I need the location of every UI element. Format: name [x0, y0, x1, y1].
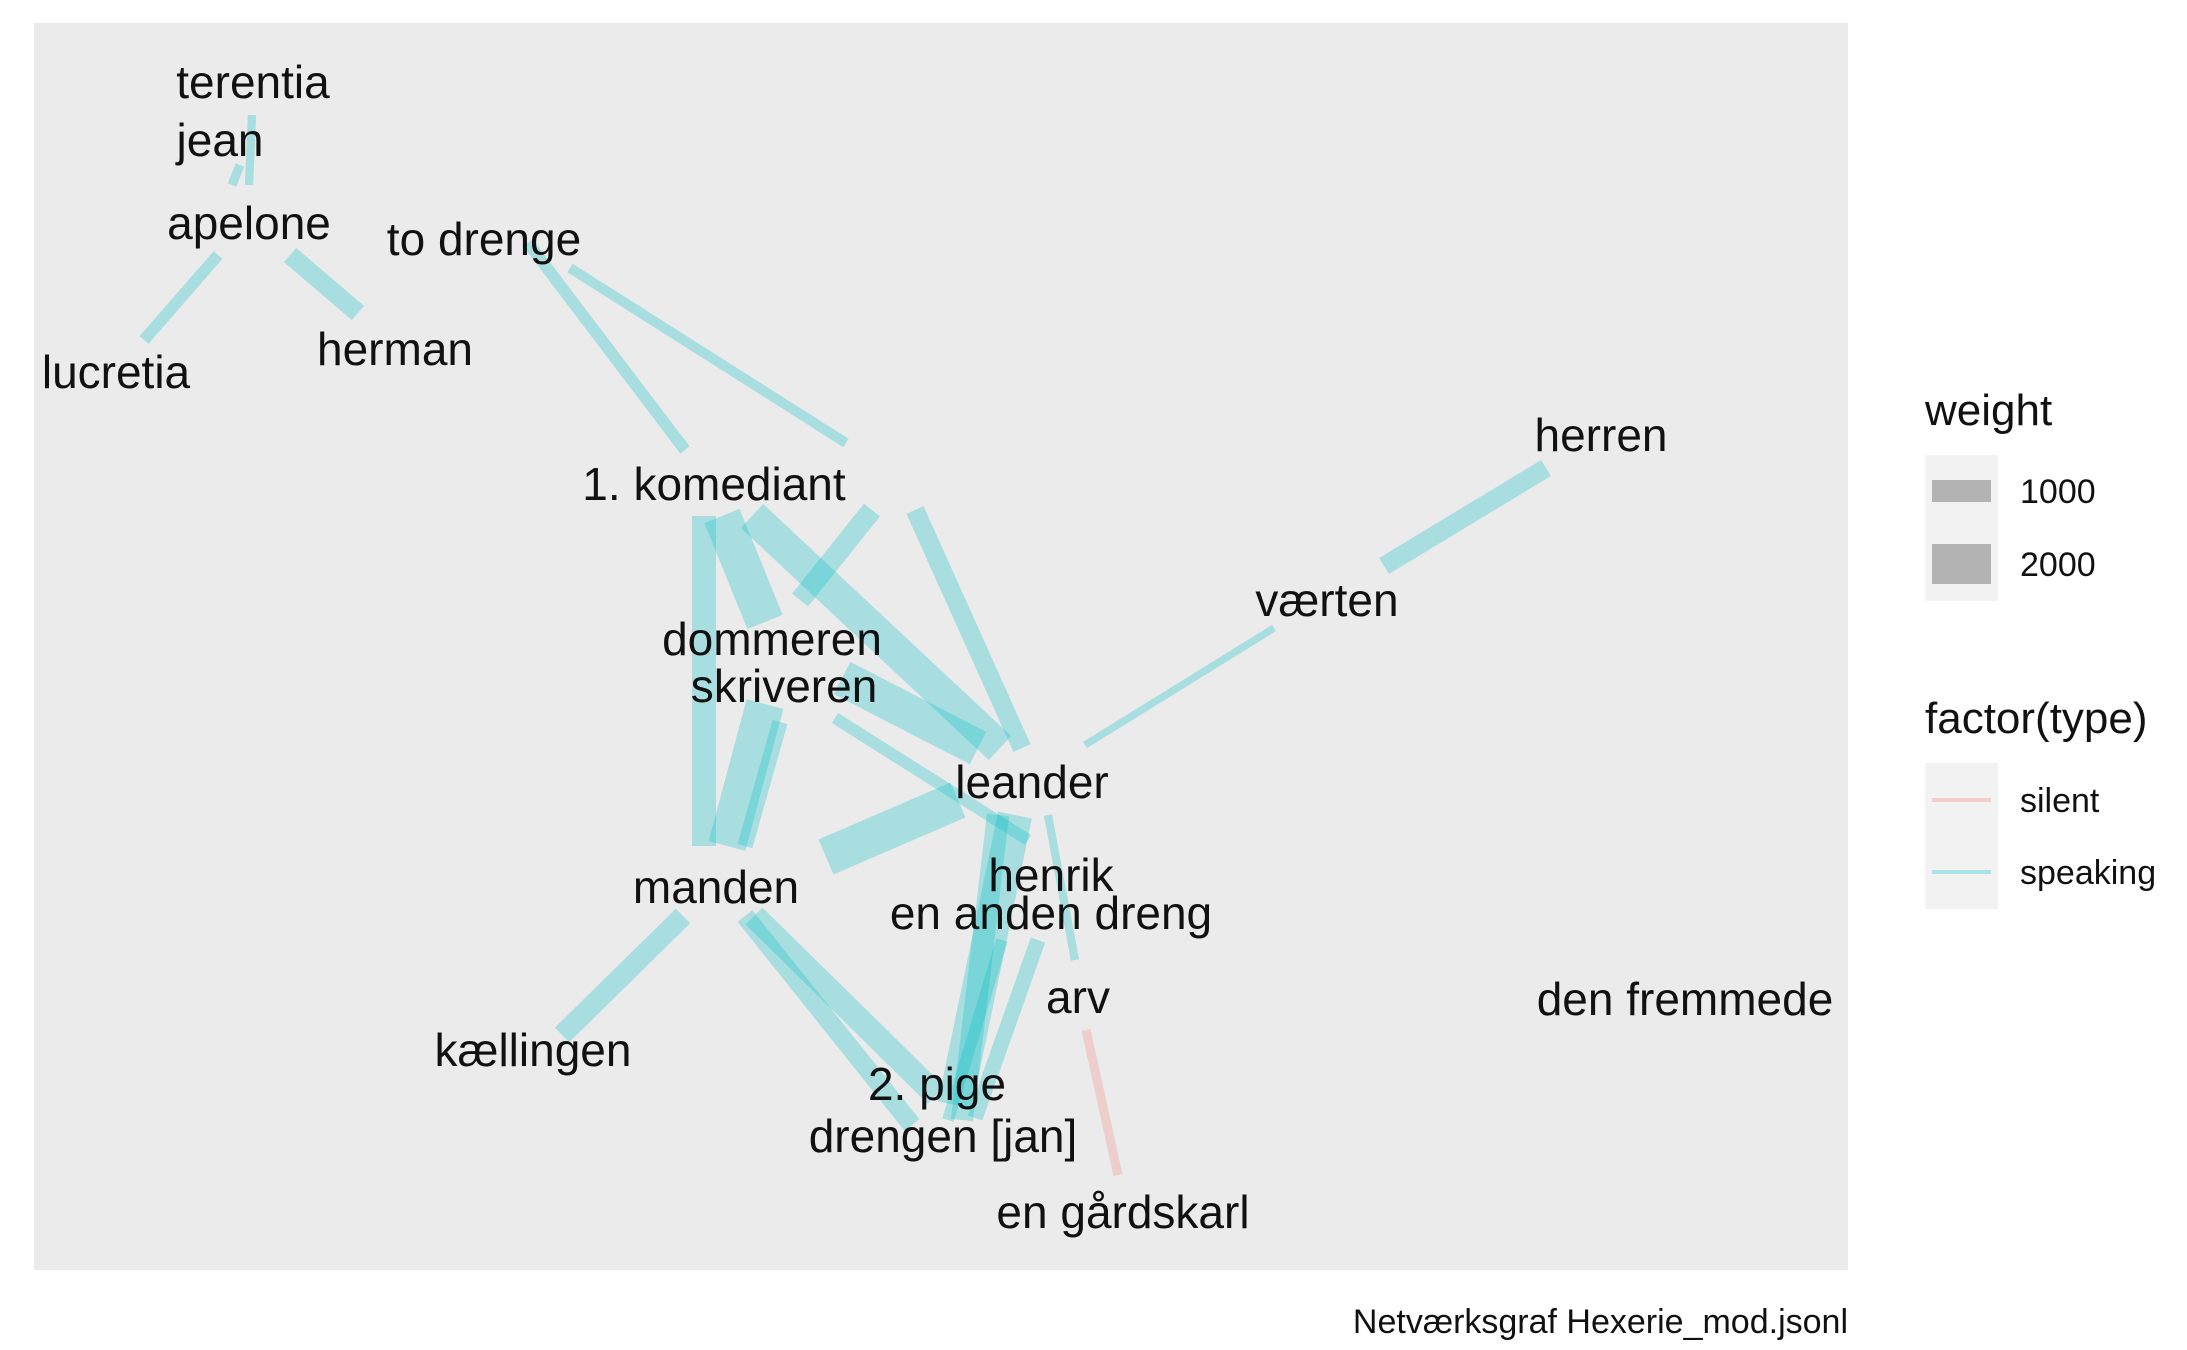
node-label-apelone: apelone	[167, 197, 331, 249]
edge-terentia-jean	[244, 114, 257, 186]
node-label-pige: 2. pige	[868, 1058, 1006, 1110]
node-label-herren: herren	[1535, 409, 1668, 461]
edge-manden-drengen_jan	[737, 910, 920, 1131]
legend-weight-label-1000: 1000	[2020, 473, 2096, 511]
edge-dommeren-leander	[740, 504, 1012, 760]
legend-type-title: factor(type)	[1925, 694, 2148, 743]
node-label-to_drenge: to drenge	[387, 213, 581, 265]
node-label-den_fremmede: den fremmede	[1537, 973, 1834, 1025]
edge-skriveren-henrik	[831, 713, 1032, 845]
edge-manden-pige	[745, 907, 945, 1104]
edge-komediant-skriveren	[791, 503, 881, 607]
node-label-manden: manden	[633, 861, 799, 913]
edge-apelone-lucretia	[139, 251, 223, 344]
plot-caption: Netværksgraf Hexerie_mod.jsonl	[1353, 1303, 1848, 1341]
edges-layer	[139, 114, 1551, 1176]
node-label-terentia: terentia	[176, 56, 330, 108]
edge-herren-vaerten	[1379, 459, 1551, 575]
plot-panel	[34, 23, 1848, 1270]
node-label-skriveren: skriveren	[691, 660, 878, 712]
node-label-arv: arv	[1046, 971, 1110, 1023]
edge-jean-apelone	[227, 163, 245, 187]
edge-to_drenge-komediant	[523, 239, 690, 454]
edge-komediant-dommeren	[704, 508, 783, 630]
node-label-leander: leander	[955, 756, 1108, 808]
edge-skriveren-leander	[833, 661, 987, 765]
edge-komediant-leander	[906, 506, 1031, 752]
legend-weight-swatch-2000	[1932, 544, 1991, 584]
edge-manden-kaellingen	[554, 908, 691, 1043]
legend-weight-label-2000: 2000	[2020, 546, 2096, 584]
node-label-henrik: henrik	[988, 849, 1114, 901]
node-label-dommeren: dommeren	[662, 613, 882, 665]
edge-arv-gardskarl	[1081, 1029, 1123, 1176]
edge-leander-arv	[1043, 814, 1080, 961]
node-label-drengen_jan: drengen [jan]	[809, 1110, 1078, 1162]
legend-weight-swatch-1000	[1932, 480, 1991, 502]
edge-to_drenge-leander	[567, 263, 849, 448]
edge-manden-leander	[818, 782, 966, 875]
edge-henrik-drengen_jan	[967, 937, 1046, 1121]
edge-leander-pige	[938, 811, 1032, 1109]
edge-dommeren-manden	[708, 699, 784, 851]
node-label-jean: jean	[175, 114, 264, 166]
edge-apelone-herman	[283, 247, 365, 321]
edge-skriveren-manden	[737, 719, 788, 849]
legend-type-label-silent: silent	[2020, 782, 2100, 820]
node-label-komediant: 1. komediant	[582, 458, 846, 510]
legend: weight 1000 2000 factor(type) silent spe…	[1924, 386, 2156, 909]
node-labels-layer: terentia jean apelone to drenge lucretia herm…	[42, 56, 1833, 1238]
legend-type-keys-background	[1925, 763, 1998, 909]
node-label-gardskarl: en gårdskarl	[996, 1186, 1249, 1238]
legend-type-label-speaking: speaking	[2020, 854, 2156, 892]
edge-vaerten-leander	[1083, 624, 1276, 749]
node-label-vaerten: værten	[1255, 574, 1398, 626]
edge-anden_dreng-drengen_jan	[942, 938, 1008, 1122]
node-label-herman: herman	[317, 323, 473, 375]
legend-weight-title: weight	[1924, 386, 2052, 435]
edge-leander-drengen_jan	[950, 813, 1010, 1122]
node-label-kaellingen: kællingen	[435, 1024, 632, 1076]
node-label-lucretia: lucretia	[42, 346, 191, 398]
node-label-anden_dreng: en anden dreng	[890, 887, 1212, 939]
